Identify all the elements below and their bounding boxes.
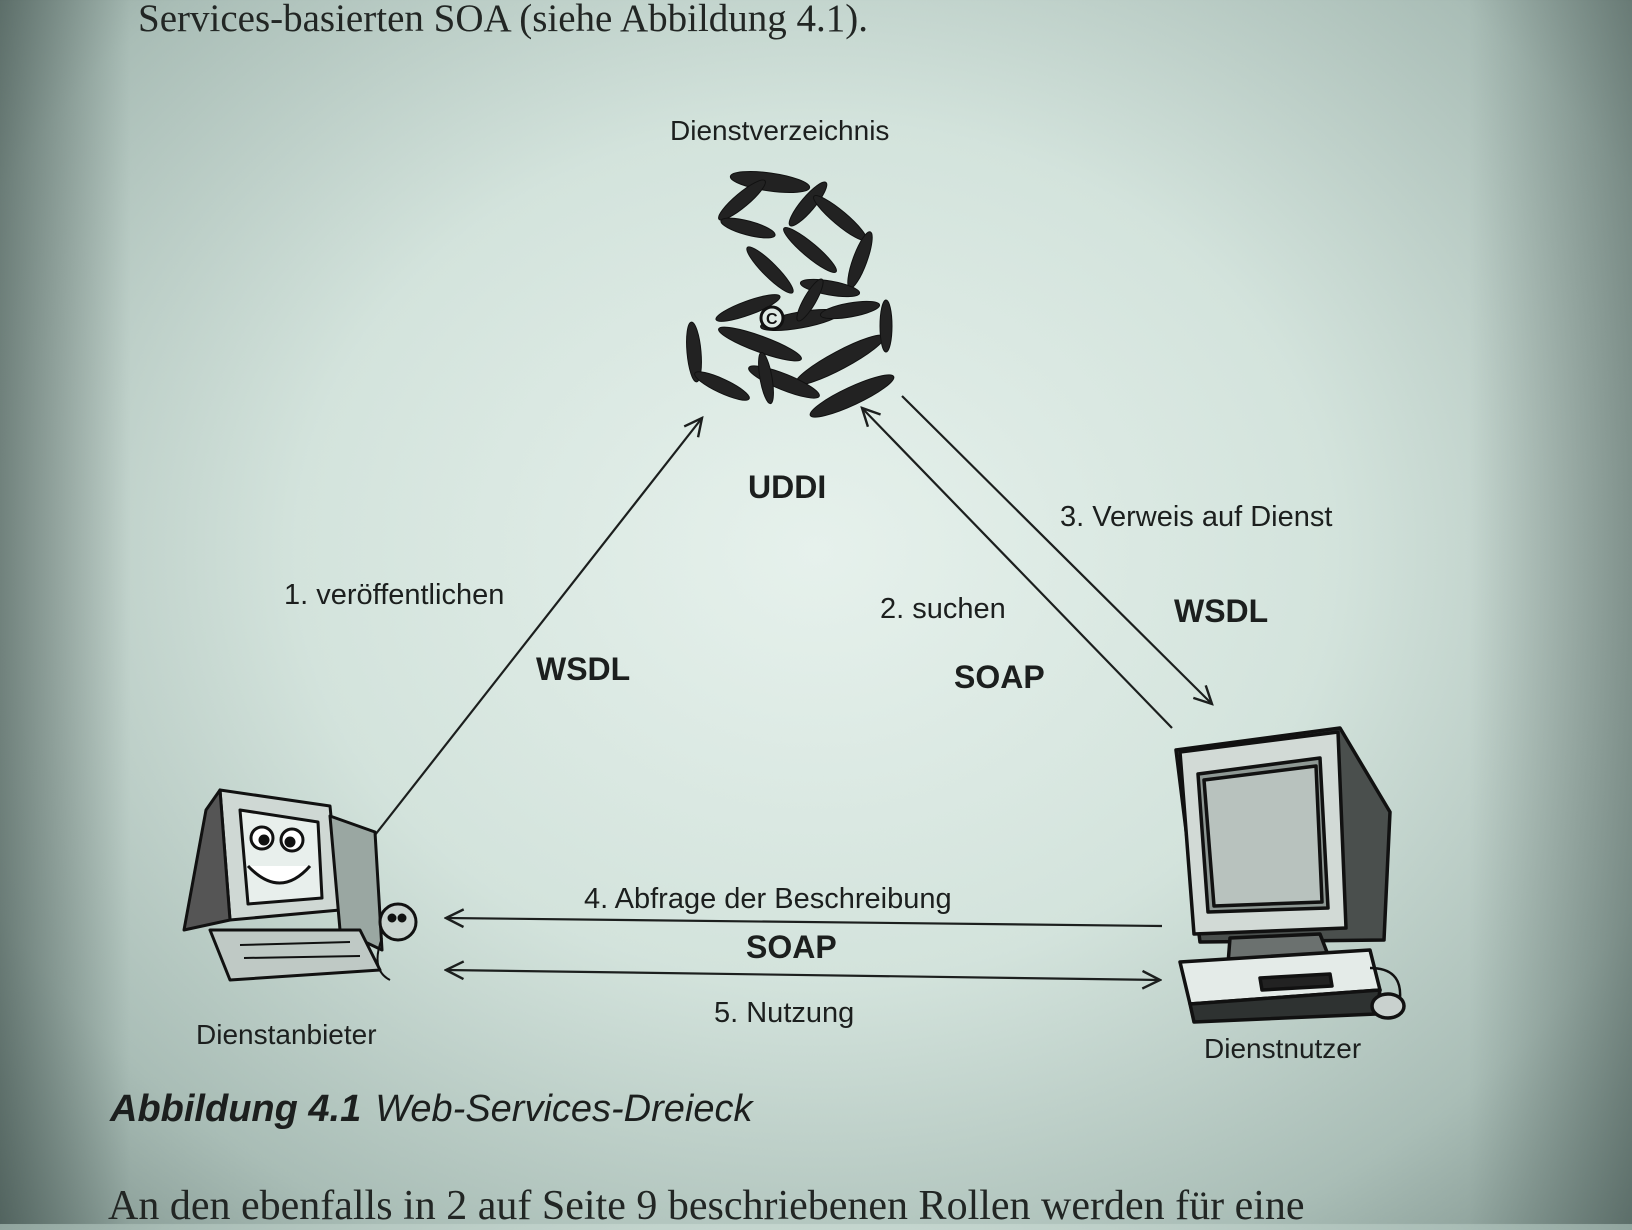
desktop-computer-icon (1174, 726, 1406, 1024)
registry-title: Dienstverzeichnis (670, 115, 889, 146)
provider-label: Dienstanbieter (196, 1019, 377, 1050)
step45-protocol: SOAP (746, 929, 837, 965)
arrow-query-description (446, 918, 1163, 926)
bottom-text: An den ebenfalls in 2 auf Seite 9 beschr… (108, 1183, 1305, 1229)
consumer-label: Dienstnutzer (1204, 1033, 1361, 1064)
step2-protocol: SOAP (954, 659, 1045, 695)
step1-label: 1. veröffentlichen (284, 579, 504, 611)
step4-label: 4. Abfrage der Beschreibung (584, 883, 952, 915)
step5-label: 5. Nutzung (714, 997, 854, 1029)
step1-protocol: WSDL (536, 651, 630, 687)
smiling-computer-icon (182, 788, 418, 982)
figure-caption: Abbildung 4.1 Web-Services-Dreieck (110, 1088, 753, 1131)
svg-text:C: C (766, 311, 778, 328)
treasure-chest-icon: C (686, 170, 895, 418)
step2-label: 2. suchen (880, 593, 1006, 625)
caption-title: Web-Services-Dreieck (375, 1088, 753, 1130)
arrow-reference (901, 395, 1212, 704)
registry-protocol: UDDI (748, 469, 826, 505)
step3-protocol: WSDL (1174, 593, 1268, 629)
step3-label: 3. Verweis auf Dienst (1060, 501, 1332, 533)
arrow-publish (374, 418, 702, 836)
arrow-search (862, 408, 1173, 729)
intro-text: Services-basierten SOA (siehe Abbildung … (138, 0, 869, 40)
caption-number: Abbildung 4.1 (110, 1088, 362, 1130)
arrow-usage (446, 970, 1160, 980)
